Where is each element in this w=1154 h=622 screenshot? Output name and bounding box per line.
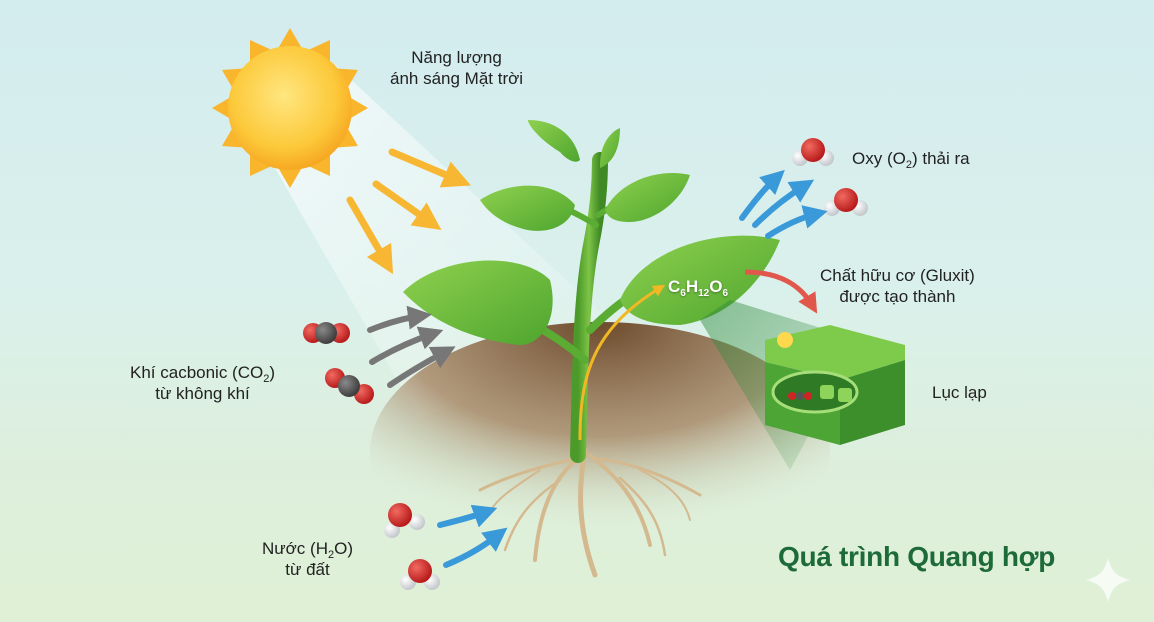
label-co2-line1: Khí cacbonic (CO2) (130, 362, 276, 385)
label-co2-post: ) (269, 363, 276, 382)
sparkle-icon (1086, 558, 1130, 602)
label-water-sub: 2 (327, 549, 335, 561)
co2-molecule-2 (325, 368, 374, 404)
co2-arrows (367, 305, 456, 388)
label-glucose-line2: được tạo thành (839, 287, 956, 306)
oxygen-arrows (739, 169, 828, 239)
chloroplast-illustration (765, 325, 905, 445)
label-sunlight: Năng lượng ánh sáng Mặt trời (390, 47, 523, 89)
oxygen-molecule-2 (824, 188, 868, 216)
label-chloroplast: Lục lạp (932, 383, 987, 402)
label-water-line1: Nước (H2O) (262, 538, 353, 561)
label-co2-sub: 2 (263, 373, 270, 385)
label-sunlight-line2: ánh sáng Mặt trời (390, 69, 524, 88)
glucose-transport-arrow (578, 284, 666, 441)
label-co2-line2: từ không khí (155, 384, 250, 403)
label-glucose: Chất hữu cơ (Gluxit) được tạo thành (820, 265, 975, 307)
label-water-line2: từ đất (285, 560, 330, 579)
label-sunlight-line1: Năng lượng (411, 48, 502, 67)
oxygen-molecule-1 (792, 138, 834, 166)
label-oxygen-pre: Oxy (O (852, 149, 906, 168)
sun-icon (212, 28, 368, 188)
glucose-output-arrow (744, 269, 818, 314)
water-molecule-2 (400, 559, 440, 590)
water-molecule-1 (384, 503, 425, 538)
stem (570, 152, 608, 463)
water-arrows (437, 504, 508, 568)
co2-molecule-1 (303, 322, 350, 344)
label-oxygen-post: ) thải ra (911, 149, 970, 168)
formula-o-count: 6 (722, 288, 729, 299)
sunlight-arrows (346, 148, 471, 275)
label-co2: Khí cacbonic (CO2) từ không khí (130, 362, 275, 404)
formula-h-count: 12 (698, 288, 710, 299)
formula-h: H (685, 277, 699, 296)
glucose-formula: C6H12O6 (668, 277, 729, 299)
label-water: Nước (H2O) từ đất (262, 538, 353, 580)
label-oxygen-sub: 2 (905, 159, 912, 171)
label-co2-pre: Khí cacbonic (CO (130, 363, 264, 382)
formula-c: C (668, 277, 681, 296)
label-glucose-line1: Chất hữu cơ (Gluxit) (820, 266, 975, 285)
label-water-pre: Nước (H (262, 539, 328, 558)
label-water-post: O) (334, 539, 353, 558)
label-oxygen: Oxy (O2) thải ra (852, 148, 970, 171)
diagram-title: Quá trình Quang hợp (778, 541, 1056, 572)
formula-c-count: 6 (680, 288, 686, 299)
formula-o: O (709, 277, 723, 296)
leaves (403, 120, 780, 345)
